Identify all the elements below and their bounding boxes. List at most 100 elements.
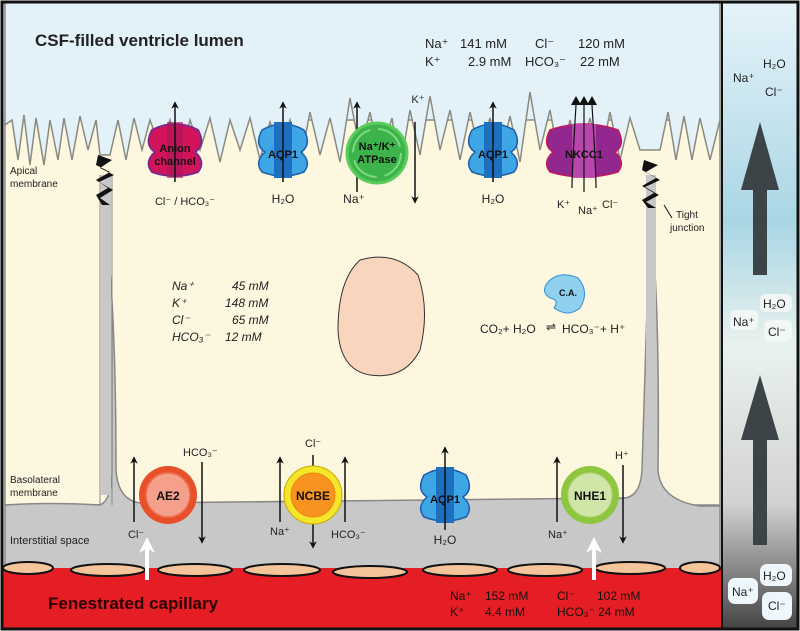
basolateral-membrane-label: Basolateral [10,475,60,486]
aqp1-label: AQP1 [478,149,508,161]
blood-cl-value: 102 mM [597,589,640,603]
capillary-label: Fenestrated capillary [48,594,219,613]
cell-na-ion: Na⁺ [172,279,195,293]
net-flux-labels-middle: Na⁺ H₂O Cl⁻ [730,294,792,342]
aqp1-label: AQP1 [430,494,460,506]
cell-k-value: 148 mM [225,296,268,310]
atpase-label: Na⁺/K⁺ [359,141,396,153]
panel-water-bottom: H₂O [763,569,786,583]
csf-k-value: 2.9 mM [468,54,511,69]
cell-na-value: 45 mM [232,279,269,293]
panel-water-top: H₂O [763,57,786,71]
atpase-na: Na⁺ [343,192,365,206]
aqp1-apical-2: AQP1 [467,101,519,182]
basolateral-membrane-label-2: membrane [10,488,58,499]
ncbe-cl: Cl⁻ [305,438,321,450]
tight-junction-pointer [663,204,673,219]
cell-cl-ion: Cl⁻ [172,313,191,327]
csf-na-value: 141 mM [460,36,507,51]
aqp1-basolateral: AQP1 [419,446,471,530]
tight-junction-right [642,160,660,208]
nhe1-label: NHE1 [574,489,606,503]
panel-na-bottom: Na⁺ [732,585,754,599]
ca-label: C.A. [559,288,577,298]
blood-na-value: 152 mM [485,589,528,603]
tight-junction-label-2: junction [669,223,704,234]
aqp1-label: AQP1 [268,149,298,161]
aqp1-basolateral-substrate: H₂O [434,533,457,547]
cell-hco3-ion: HCO₃⁻ [172,330,211,344]
blood-k-ion: K⁺ [450,605,464,619]
csf-k-ion: K⁺ [425,54,441,69]
paracellular-gap-right [646,175,656,495]
csf-hco3-ion: HCO₃⁻ [525,54,566,69]
anion-channel-label: Anion [159,143,190,155]
csf-cl-ion: Cl⁻ [535,36,554,51]
nkcc1-label: NKCC1 [565,149,603,161]
nkcc1-k: K⁺ [557,199,570,211]
carbonic-anhydrase: C.A. [544,274,585,314]
anion-channel: Anion channel [147,101,203,182]
csf-concentrations: Na⁺ 141 mM K⁺ 2.9 mM Cl⁻ 120 mM HCO₃⁻ 22… [425,36,625,69]
ncbe-na: Na⁺ [270,526,290,538]
nucleus [337,256,426,377]
net-flux-labels-top: Na⁺ H₂O Cl⁻ [733,57,786,99]
aqp1-substrate: H₂O [272,192,295,206]
nhe1-exchanger: NHE1 [553,456,627,544]
nkcc1: NKCC1 [545,96,623,192]
csf-na-ion: Na⁺ [425,36,448,51]
panel-water-middle: H₂O [763,297,786,311]
ae2-label: AE2 [156,489,180,503]
blood-concentrations: Na⁺ 152 mM K⁺ 4.4 mM Cl⁻ 102 mM HCO₃⁻ 24… [450,589,640,619]
ncbe-hco3: HCO₃⁻ [331,529,366,541]
interstitial-label: Interstitial space [10,535,89,547]
ae2-exchanger: AE2 [130,456,206,544]
ncbe-label: NCBE [296,489,330,503]
paracellular-gap-left [101,175,111,495]
panel-na-middle: Na⁺ [733,315,755,329]
nkcc1-na: Na⁺ [578,205,598,217]
panel-cl-bottom: Cl⁻ [768,599,786,613]
atpase-label-2: ATPase [357,154,397,166]
net-flux-labels-bottom: Na⁺ H₂O Cl⁻ [728,564,792,620]
ncbe-transporter: NCBE [276,455,349,549]
anion-channel-label-2: channel [154,156,196,168]
anion-channel-substrates: Cl⁻ / HCO₃⁻ [155,196,215,208]
panel-cl-top: Cl⁻ [765,85,783,99]
ca-reaction-left: CO₂+ H₂O [480,322,536,336]
aqp1-substrate: H₂O [482,192,505,206]
ae2-hco3: HCO₃⁻ [183,447,218,459]
na-k-atpase: Na⁺/K⁺ ATPase [345,101,419,204]
blood-na-ion: Na⁺ [450,589,472,603]
lumen-label: CSF-filled ventricle lumen [35,31,244,50]
cell-concentrations: Na⁺ 45 mM K⁺ 148 mM Cl⁻ 65 mM HCO₃⁻ 12 m… [172,279,269,344]
aqp1-apical-1: AQP1 [257,101,309,182]
cell-hco3-value: 12 mM [225,330,262,344]
net-flux-arrow-upper [741,122,779,275]
panel-na-top: Na⁺ [733,71,755,85]
csf-hco3-value: 22 mM [580,54,620,69]
ae2-cl: Cl⁻ [128,529,144,541]
cell-k-ion: K⁺ [172,296,188,310]
panel-cl-middle: Cl⁻ [768,325,786,339]
cell-cl-value: 65 mM [232,313,269,327]
net-flux-arrow-lower [741,375,779,545]
apical-membrane-label: Apical [10,166,37,177]
csf-cl-value: 120 mM [578,36,625,51]
nkcc1-cl: Cl⁻ [602,199,618,211]
ca-reaction-equilibrium: ⇌ [546,320,556,334]
tight-junction-left [96,155,114,205]
blood-hco3-ion: HCO₃⁻ [557,605,595,619]
blood-hco3-value: 24 mM [598,605,635,619]
nhe1-na: Na⁺ [548,529,568,541]
ca-reaction-right: HCO₃⁻+ H⁺ [562,322,625,336]
paracellular-space-left [99,175,113,505]
tight-junction-label: Tight [676,210,698,221]
blood-k-value: 4.4 mM [485,605,525,619]
apical-membrane-label-2: membrane [10,179,58,190]
nhe1-h: H⁺ [615,450,629,462]
atpase-k: K⁺ [411,94,424,106]
